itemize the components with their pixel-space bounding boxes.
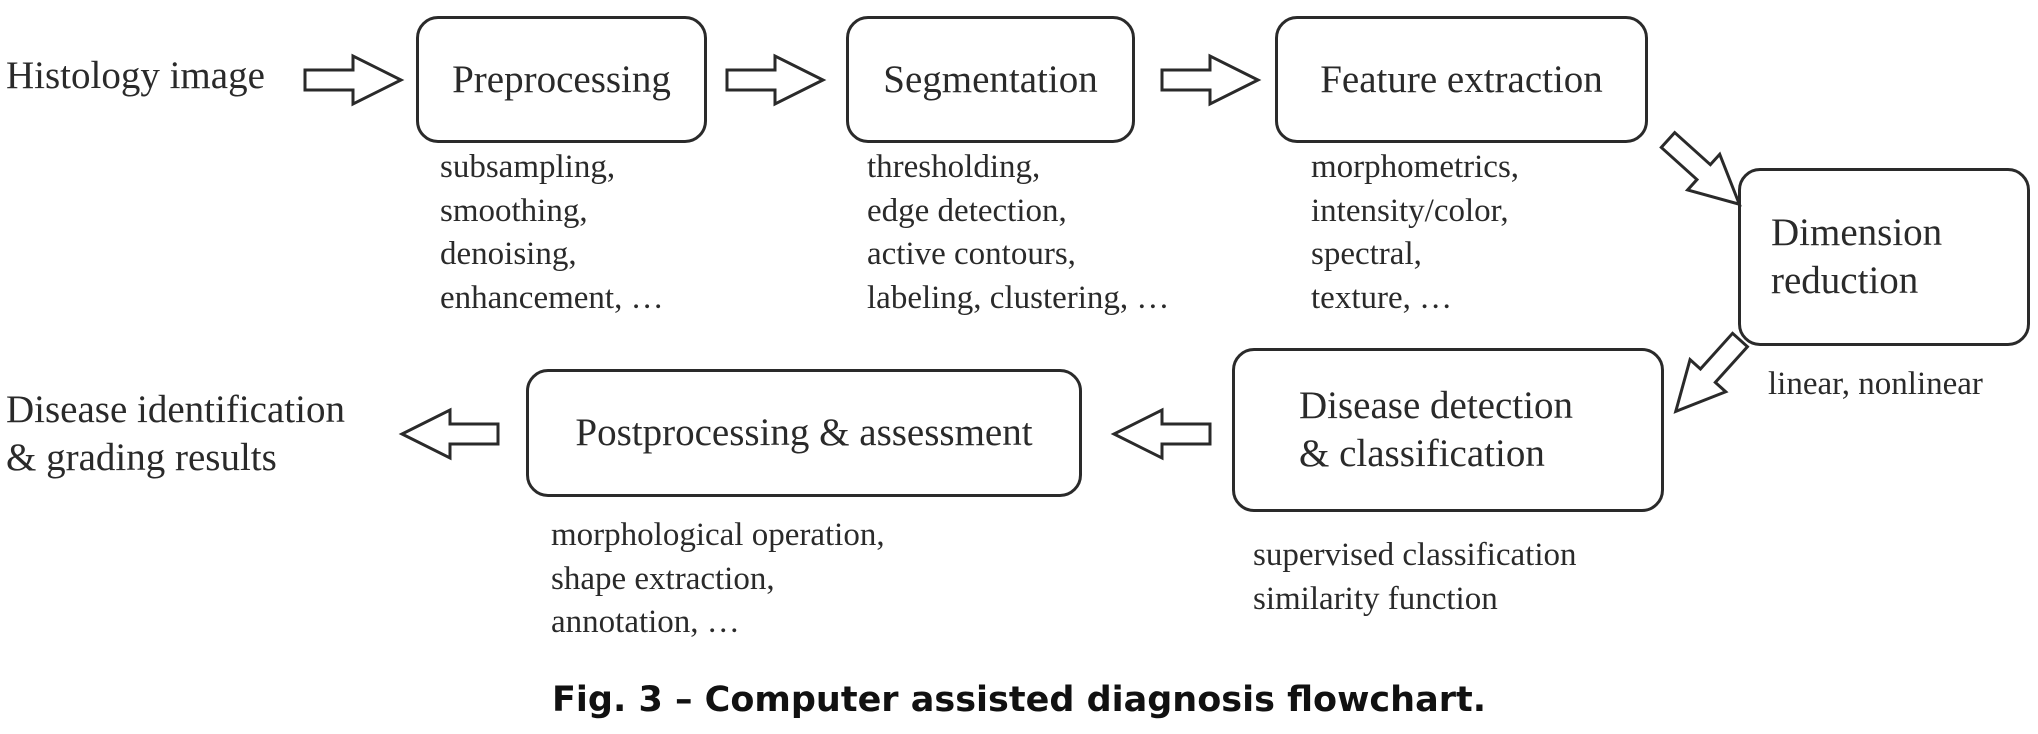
feature-extraction-note-2: intensity/color, bbox=[1311, 192, 1509, 229]
preprocessing-note-3: denoising, bbox=[440, 236, 577, 272]
disease-detection-title-line-1: Disease detection bbox=[1299, 384, 1573, 427]
output-label-line-1: Disease identification bbox=[6, 388, 345, 431]
arrow-input-to-preprocessing bbox=[303, 53, 405, 107]
postprocessing-note-2: shape extraction, bbox=[551, 560, 775, 597]
arrow-segmentation-to-feature-extraction bbox=[1160, 53, 1262, 107]
disease-detection-box: Disease detection & classification bbox=[1232, 348, 1664, 512]
disease-detection-notes: supervised classification similarity fun… bbox=[1253, 534, 1577, 621]
postprocessing-notes: morphological operation, shape extractio… bbox=[551, 514, 885, 645]
feature-extraction-box: Feature extraction bbox=[1275, 16, 1648, 143]
feature-extraction-title: Feature extraction bbox=[1320, 57, 1603, 101]
preprocessing-note-1: subsampling, bbox=[440, 149, 616, 185]
preprocessing-title: Preprocessing bbox=[452, 57, 671, 101]
segmentation-title: Segmentation bbox=[883, 57, 1098, 101]
preprocessing-box: Preprocessing bbox=[416, 16, 707, 143]
arrow-feature-extraction-to-dimension-reduction bbox=[1659, 130, 1742, 207]
input-label: Histology image bbox=[6, 54, 265, 97]
dimension-reduction-title-line-2: reduction bbox=[1771, 259, 1919, 302]
segmentation-note-4: labeling, clustering, … bbox=[867, 279, 1170, 316]
preprocessing-notes: subsampling, smoothing, denoising, enhan… bbox=[440, 146, 664, 320]
figure-caption: Fig. 3 – Computer assisted diagnosis flo… bbox=[552, 680, 1486, 720]
arrow-preprocessing-to-segmentation bbox=[725, 53, 827, 107]
feature-extraction-note-3: spectral, bbox=[1311, 236, 1422, 272]
disease-detection-note-2: similarity function bbox=[1253, 580, 1498, 617]
segmentation-note-3: active contours, bbox=[867, 236, 1076, 272]
feature-extraction-note-1: morphometrics, bbox=[1311, 149, 1520, 185]
disease-detection-title: Disease detection & classification bbox=[1299, 382, 1573, 478]
preprocessing-note-4: enhancement, … bbox=[440, 279, 664, 316]
segmentation-note-1: thresholding, bbox=[867, 149, 1041, 185]
postprocessing-title: Postprocessing & assessment bbox=[575, 411, 1033, 454]
preprocessing-note-2: smoothing, bbox=[440, 192, 588, 229]
segmentation-notes: thresholding, edge detection, active con… bbox=[867, 146, 1169, 320]
feature-extraction-note-4: texture, … bbox=[1311, 279, 1453, 316]
segmentation-note-2: edge detection, bbox=[867, 192, 1067, 229]
postprocessing-note-3: annotation, … bbox=[551, 604, 740, 640]
dimension-reduction-title: Dimension reduction bbox=[1771, 209, 1942, 305]
postprocessing-note-1: morphological operation, bbox=[551, 517, 885, 553]
dimension-reduction-note-1: linear, nonlinear bbox=[1768, 366, 1983, 402]
disease-detection-note-1: supervised classification bbox=[1253, 537, 1577, 573]
segmentation-box: Segmentation bbox=[846, 16, 1135, 143]
feature-extraction-notes: morphometrics, intensity/color, spectral… bbox=[1311, 146, 1519, 320]
dimension-reduction-notes: linear, nonlinear bbox=[1768, 363, 1983, 407]
postprocessing-box: Postprocessing & assessment bbox=[526, 369, 1082, 497]
dimension-reduction-title-line-1: Dimension bbox=[1771, 211, 1943, 254]
output-label: Disease identification & grading results bbox=[6, 386, 345, 482]
dimension-reduction-box: Dimension reduction bbox=[1738, 168, 2030, 346]
output-label-line-2: & grading results bbox=[6, 436, 277, 479]
arrow-dimension-reduction-to-disease-detection bbox=[1673, 331, 1750, 414]
arrow-disease-detection-to-postprocessing bbox=[1110, 407, 1212, 461]
disease-detection-title-line-2: & classification bbox=[1299, 432, 1545, 475]
arrow-postprocessing-to-output bbox=[398, 407, 500, 461]
